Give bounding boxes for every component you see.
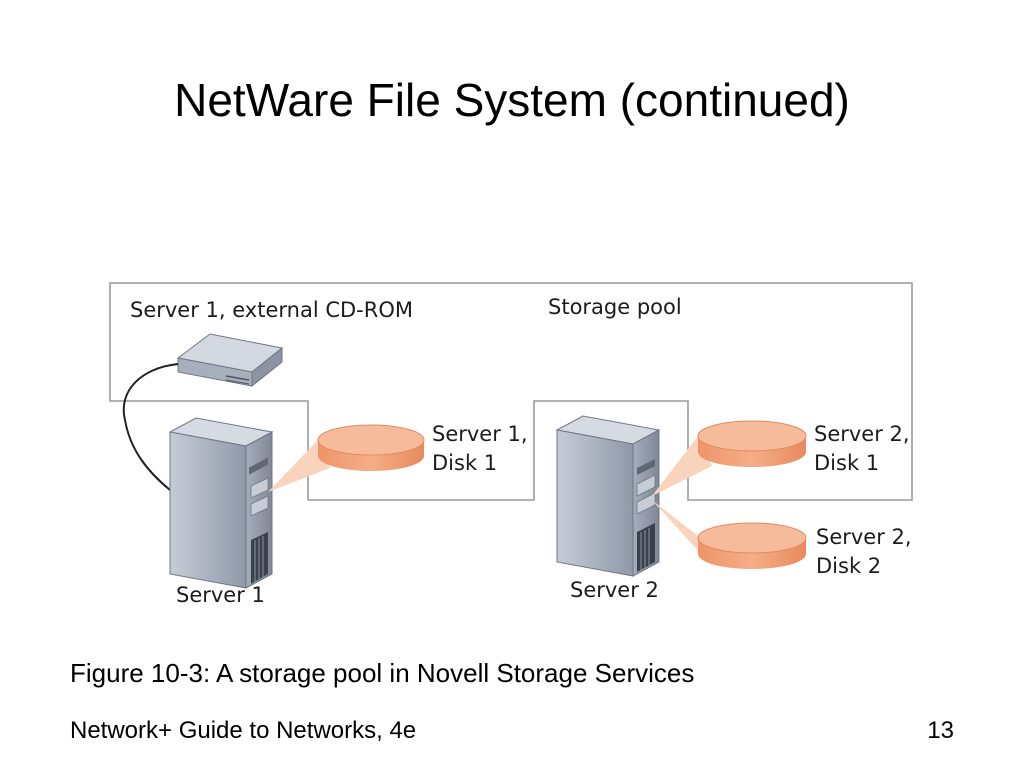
cdrom-drive-icon	[176, 333, 284, 388]
server2-disk2-link	[652, 500, 712, 566]
server1-disk1-label-line1: Server 1,	[432, 422, 528, 446]
server-1-icon	[168, 417, 274, 589]
server2-disk1-label-line1: Server 2,	[814, 422, 910, 446]
server2-disk2-label-line2: Disk 2	[816, 554, 881, 578]
server1-disk1-link	[268, 440, 330, 492]
server-2-label: Server 2	[570, 578, 659, 602]
figure-caption: Figure 10-3: A storage pool in Novell St…	[70, 658, 695, 688]
server2-disk1-link	[652, 436, 712, 496]
server2-disk1-icon	[697, 420, 807, 467]
server2-disk2-icon	[697, 522, 807, 569]
server2-disk1-label-line2: Disk 1	[814, 451, 879, 475]
footer-course-title: Network+ Guide to Networks, 4e	[70, 717, 417, 744]
server2-disk2-label-line1: Server 2,	[816, 525, 912, 549]
server1-disk1-icon	[317, 424, 425, 471]
page-number: 13	[927, 717, 954, 744]
cdrom-cable	[122, 363, 179, 491]
cdrom-label: Server 1, external CD-ROM	[130, 298, 413, 322]
server-2-icon	[555, 415, 661, 577]
slide-title: NetWare File System (continued)	[174, 74, 850, 126]
server-1-label: Server 1	[176, 583, 265, 607]
server1-disk1-label-line2: Disk 1	[432, 451, 497, 475]
storage-pool-label: Storage pool	[548, 295, 682, 319]
storage-pool-outline	[109, 282, 913, 501]
